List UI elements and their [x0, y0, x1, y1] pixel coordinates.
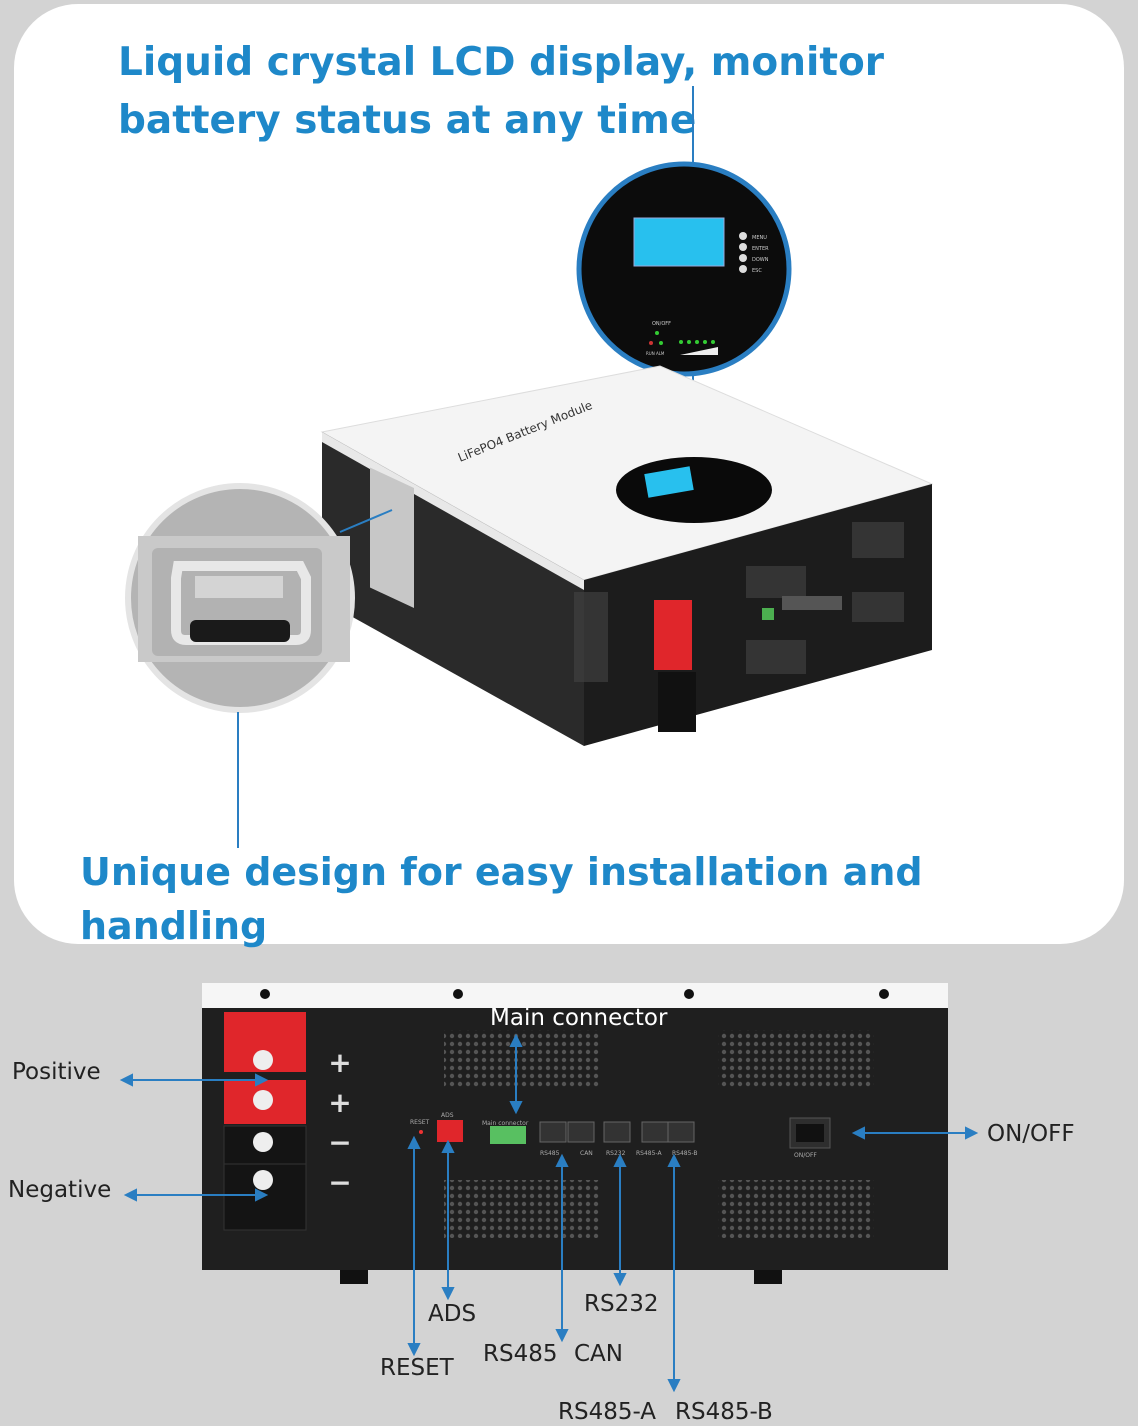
lcd-run-alarm-text: RUN ALM [646, 351, 665, 356]
callout-reset: RESET [380, 1355, 454, 1381]
lcd-zoom-icon: MENU ENTER DOWN ESC ON/OFF RUN ALM [576, 161, 792, 377]
lcd-button-enter: ENTER [752, 246, 769, 252]
callout-ads: ADS [428, 1301, 477, 1327]
lcd-headline: Liquid crystal LCD display, monitor batt… [118, 40, 885, 143]
plus-sign-1: + [328, 1046, 351, 1079]
panel-main-connector-text: Main connector [482, 1120, 529, 1127]
panel-rs485b-text: RS485-B [672, 1150, 698, 1157]
main-connector-port [490, 1126, 526, 1144]
panel-rs485-text: RS485 [540, 1150, 560, 1157]
callout-onoff: ON/OFF [987, 1121, 1075, 1147]
lcd-button-esc: ESC [752, 268, 762, 274]
panel-ads-text: ADS [441, 1112, 454, 1119]
lcd-onoff-text: ON/OFF [652, 321, 671, 327]
panel-rs485a-text: RS485-A [636, 1150, 662, 1157]
callout-rs485a: RS485-A [558, 1399, 657, 1425]
handle-zoom-icon [125, 483, 355, 713]
callout-rs485b: RS485-B [675, 1399, 773, 1425]
callout-main-connector: Main connector [490, 1005, 668, 1031]
ads-dip-switch [437, 1120, 463, 1142]
design-headline: Unique design for easy installation and … [80, 850, 923, 948]
callout-negative: Negative [8, 1177, 112, 1203]
lcd-button-down: DOWN [752, 257, 769, 263]
callout-can: CAN [574, 1341, 623, 1367]
panel-can-text: CAN [580, 1150, 593, 1157]
callout-positive: Positive [12, 1059, 101, 1085]
minus-sign-1: − [328, 1126, 351, 1159]
plus-sign-2: + [328, 1086, 351, 1119]
battery-module-image: LiFePO4 Battery Module [320, 365, 934, 746]
panel-rs232-text: RS232 [606, 1150, 626, 1157]
callout-rs232: RS232 [584, 1291, 659, 1317]
callout-rs485: RS485 [483, 1341, 558, 1367]
panel-onoff-text: ON/OFF [794, 1152, 817, 1159]
lcd-button-menu: MENU [752, 235, 767, 241]
panel-reset-text: RESET [410, 1119, 430, 1126]
minus-sign-2: − [328, 1166, 351, 1199]
